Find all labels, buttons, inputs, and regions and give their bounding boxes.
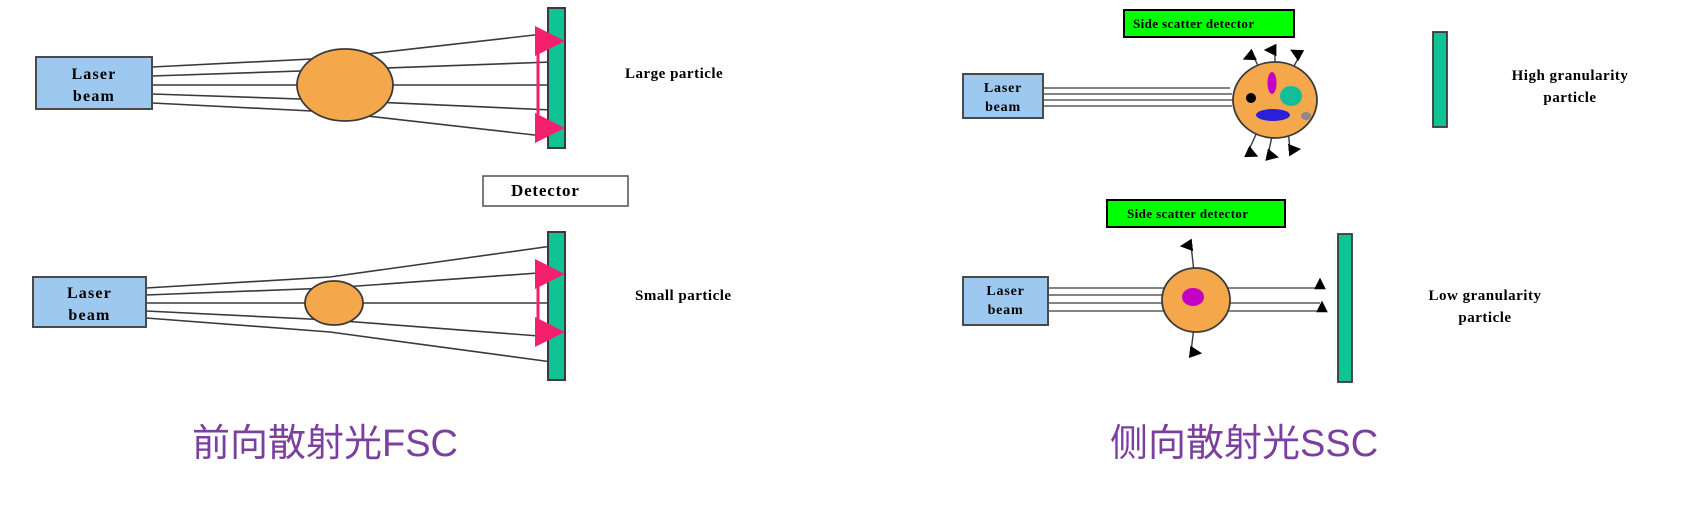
laser-box-large (35, 56, 153, 110)
side-scatter-detector-box-low (1106, 199, 1286, 228)
organelle-blue-oval (1256, 109, 1290, 121)
fsc-small-particle-group (32, 231, 566, 381)
fsc-caption: 前向散射光FSC (192, 423, 459, 465)
laser-beam-label-high-granularity: Laser beam (983, 81, 1023, 115)
laser-beam-label-small: Laser beam (66, 285, 113, 324)
organelle-gray-dot (1301, 112, 1311, 120)
ssc-high-incident-beam (1043, 87, 1234, 107)
laser-box-small (32, 276, 147, 328)
laser-box-high-granularity (962, 73, 1044, 119)
small-particle-shape (304, 280, 364, 326)
small-particle-label: Small particle (635, 288, 732, 304)
laser-beam-label-large: Laser beam (71, 66, 117, 105)
detector-bar-large (547, 7, 566, 149)
organelle-magenta-rod (1267, 72, 1277, 94)
laser-beam-label-low-granularity: Laser beam (986, 284, 1025, 318)
side-scatter-detector-box-high (1123, 9, 1295, 38)
large-particle-label: Large particle (625, 66, 724, 82)
organelle-magenta-nucleus (1182, 288, 1204, 306)
forward-detector-bar-high (1432, 31, 1448, 128)
ssc-low-granularity-group (962, 233, 1353, 383)
low-granularity-particle-label: Low granularity particle (1428, 288, 1542, 326)
detector-box (482, 175, 629, 207)
detector-bar-small (547, 231, 566, 381)
large-particle-shape (296, 48, 394, 122)
high-granularity-particle-label: High granularity particle (1511, 68, 1629, 106)
detector-box-label: Detector (511, 181, 580, 200)
side-scatter-detector-label-high: Side scatter detector (1133, 16, 1255, 31)
organelle-black-dot (1246, 93, 1256, 103)
high-granularity-cell (1232, 61, 1318, 139)
ssc-low-incident-beam (1048, 287, 1165, 312)
forward-detector-bar-low (1337, 233, 1353, 383)
fsc-large-particle-group (35, 7, 566, 149)
ssc-caption: 侧向散射光SSC (1110, 423, 1379, 465)
organelle-teal-oval (1280, 86, 1302, 106)
ssc-high-granularity-group (962, 31, 1448, 161)
side-scatter-detector-label-low: Side scatter detector (1127, 206, 1249, 221)
laser-box-low-granularity (962, 276, 1049, 326)
